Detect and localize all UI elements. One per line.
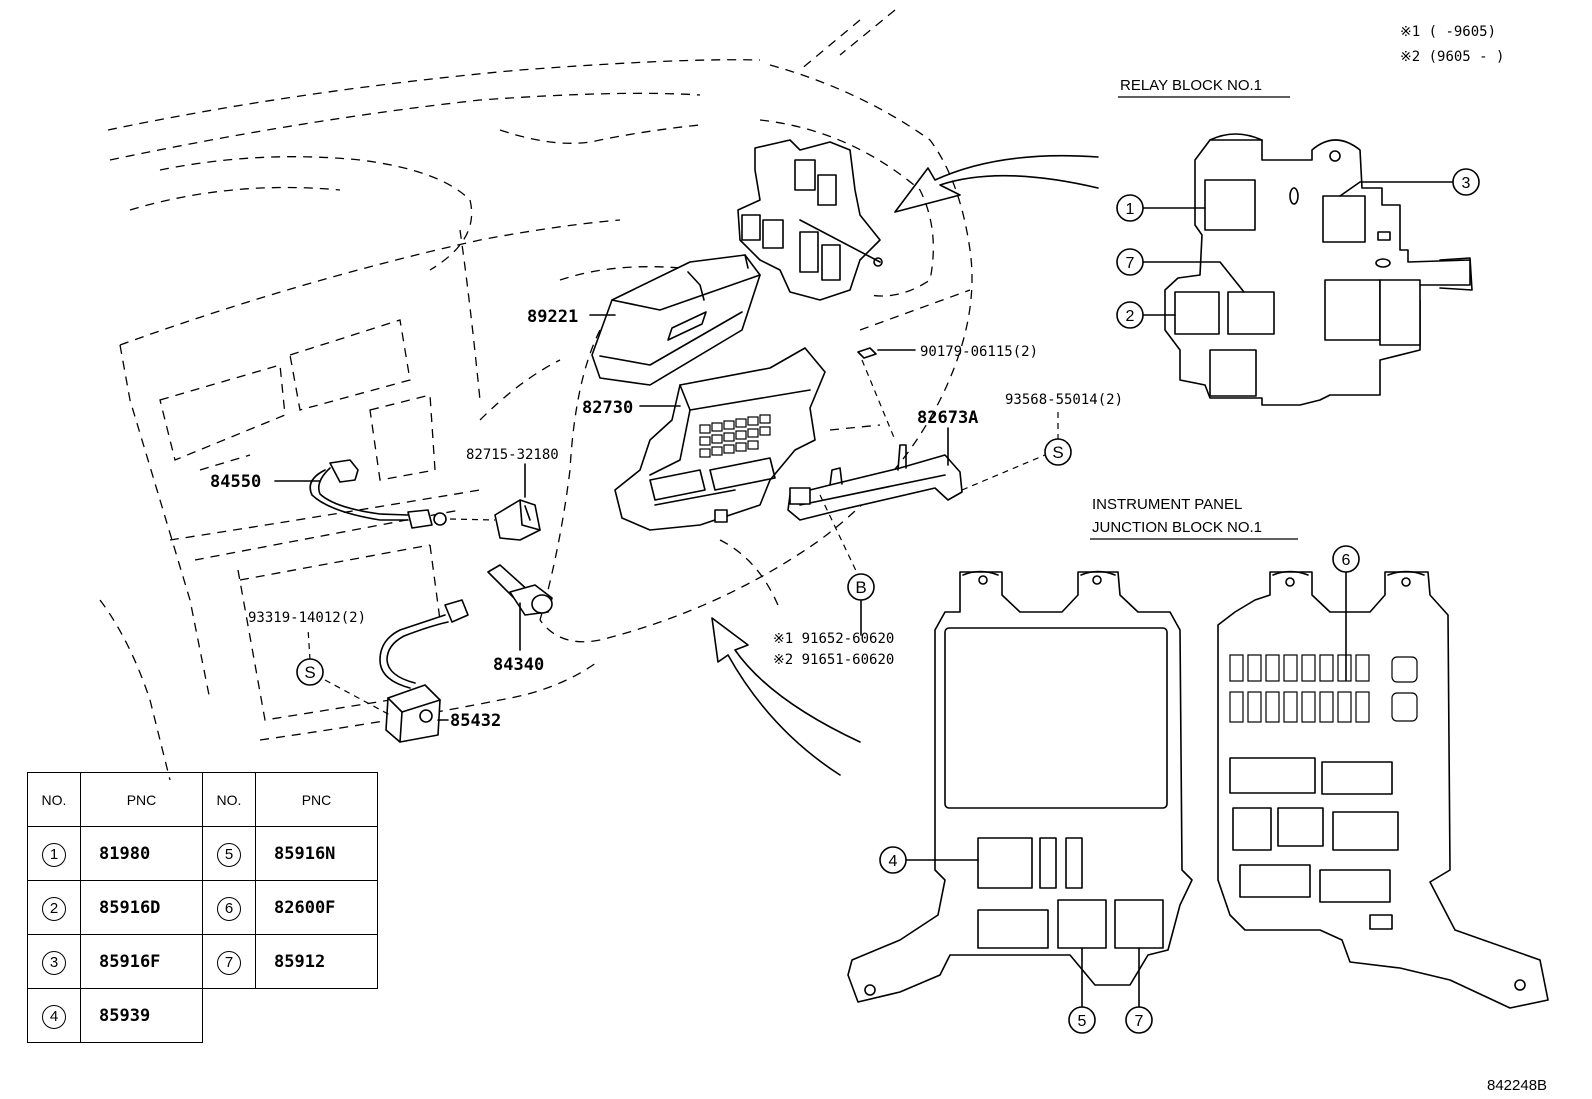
part-89221-illustration <box>591 254 761 386</box>
row-no: 5 <box>202 826 256 881</box>
label-91652: ※1 91652-60620 <box>773 631 894 647</box>
label-82673A: 82673A <box>917 408 978 428</box>
note-2: ※2 (9605 - ) <box>1400 49 1504 65</box>
leader-lines <box>274 314 1059 721</box>
row-pnc: 85912 <box>255 934 378 989</box>
empty-cell <box>203 989 256 1043</box>
svg-text:6: 6 <box>1342 552 1351 569</box>
part-82730-illustration <box>614 347 826 531</box>
header-no-1: NO. <box>27 772 81 827</box>
note-1: ※1 ( -9605) <box>1400 24 1496 40</box>
row-pnc: 82600F <box>255 880 378 935</box>
label-84340: 84340 <box>493 655 544 675</box>
marker-b: B <box>847 573 875 601</box>
relay-callout-2: 2 <box>1116 301 1176 329</box>
marker-s-2: S <box>296 658 324 686</box>
part-90179-clip <box>857 347 877 359</box>
row-pnc: 85916N <box>255 826 378 881</box>
table-header-row: NO. PNC NO. PNC <box>27 772 378 827</box>
arrow-to-junction-block <box>711 617 861 776</box>
svg-text:7: 7 <box>1126 255 1135 272</box>
header-no-2: NO. <box>202 772 256 827</box>
header-pnc-2: PNC <box>255 772 378 827</box>
junction-callout-4: 4 <box>879 846 979 874</box>
svg-text:S: S <box>304 663 315 682</box>
junction-callout-6: 6 <box>1332 545 1360 681</box>
relay-assembly-illustration <box>737 139 883 301</box>
row-pnc: 81980 <box>80 826 203 881</box>
row-no: 7 <box>202 934 256 989</box>
label-90179: 90179-06115(2) <box>920 344 1038 360</box>
svg-text:4: 4 <box>889 853 898 870</box>
row-no: 6 <box>202 880 256 935</box>
figure-id: 842248B <box>1487 1077 1547 1094</box>
table-row: 1 81980 5 85916N <box>27 826 378 881</box>
header-pnc-1: PNC <box>80 772 203 827</box>
junction-callout-7: 7 <box>1125 947 1153 1034</box>
row-no: 1 <box>27 826 81 881</box>
marker-s-1: S <box>1044 438 1072 466</box>
part-82673A-illustration <box>787 444 963 521</box>
label-93319: 93319-14012(2) <box>248 610 366 626</box>
pnc-table: NO. PNC NO. PNC 1 81980 5 85916N 2 85916… <box>27 772 378 1043</box>
table-row: 2 85916D 6 82600F <box>27 880 378 935</box>
junction-block-title-2: JUNCTION BLOCK NO.1 <box>1092 519 1262 536</box>
junction-block-back-illustration <box>1217 570 1549 1009</box>
row-pnc: 85916D <box>80 880 203 935</box>
svg-text:2: 2 <box>1126 308 1135 325</box>
row-no: 2 <box>27 880 81 935</box>
svg-text:5: 5 <box>1078 1013 1087 1030</box>
relay-block-illustration <box>1164 133 1473 406</box>
row-no: 3 <box>27 934 81 989</box>
part-84550-illustration <box>309 459 447 529</box>
svg-text:B: B <box>855 578 866 597</box>
label-91651: ※2 91651-60620 <box>773 652 894 668</box>
label-82730: 82730 <box>582 398 633 418</box>
relay-callout-7: 7 <box>1116 248 1245 293</box>
svg-text:S: S <box>1052 443 1063 462</box>
label-85432: 85432 <box>450 711 501 731</box>
relay-callout-1: 1 <box>1116 194 1206 222</box>
empty-cell <box>256 989 378 1043</box>
svg-text:1: 1 <box>1126 201 1135 218</box>
svg-text:3: 3 <box>1462 175 1471 192</box>
table-row: 4 85939 <box>27 988 378 1043</box>
table-row: 3 85916F 7 85912 <box>27 934 378 989</box>
part-85432-illustration <box>379 599 469 743</box>
junction-block-front-illustration <box>847 570 1193 1003</box>
relay-block-title: RELAY BLOCK NO.1 <box>1120 77 1262 94</box>
row-pnc: 85916F <box>80 934 203 989</box>
part-82715-illustration <box>494 499 541 541</box>
dashboard-outline <box>99 9 973 781</box>
row-no: 4 <box>27 988 81 1043</box>
row-pnc: 85939 <box>80 988 203 1043</box>
arrow-to-relay-block <box>894 154 1099 213</box>
label-93568: 93568-55014(2) <box>1005 392 1123 408</box>
junction-callout-5: 5 <box>1068 947 1096 1034</box>
relay-callout-3: 3 <box>1339 168 1480 197</box>
label-82715: 82715-32180 <box>466 447 559 463</box>
label-89221: 89221 <box>527 307 578 327</box>
junction-block-title-1: INSTRUMENT PANEL <box>1092 496 1242 513</box>
svg-text:7: 7 <box>1135 1013 1144 1030</box>
label-84550: 84550 <box>210 472 261 492</box>
